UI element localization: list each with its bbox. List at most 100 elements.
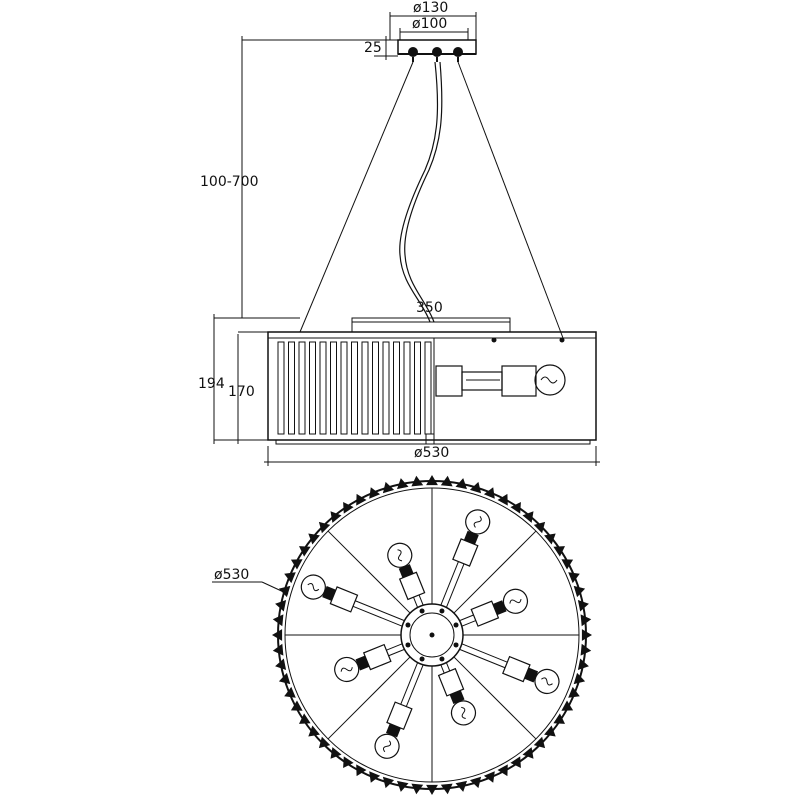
crystal-bead: [440, 783, 453, 795]
crystal-pleat: [277, 341, 285, 435]
lamp-arm: [459, 643, 560, 695]
hub-bolt: [453, 642, 459, 648]
crystal-bead: [369, 771, 381, 783]
crystal-bead: [272, 643, 284, 656]
dim-inner-ring: 350: [416, 300, 443, 316]
crystal-bead: [426, 475, 438, 486]
crystal-bead: [356, 764, 367, 777]
crystal-pleat: [372, 341, 379, 435]
crystal-pleat: [414, 341, 421, 435]
crystal-bead: [573, 672, 586, 685]
dim-label-body-height: 170: [228, 384, 255, 400]
dim-label-overall-height: 194: [198, 376, 225, 392]
crystal-bead: [275, 600, 287, 612]
lamp-holder: [398, 564, 414, 578]
crystal-bead: [299, 713, 311, 724]
lamp-arm: [334, 643, 405, 683]
crystal-bead: [299, 546, 311, 557]
crystal-pleat: [309, 341, 316, 435]
bulb-filament: [307, 582, 320, 592]
dim-suspension-length: 100-700: [200, 36, 398, 319]
lamp-holder: [355, 655, 370, 671]
crystal-bead: [510, 502, 521, 514]
crystal-bead: [356, 493, 367, 506]
lamp-arm: [459, 588, 529, 627]
bulb-filament: [397, 549, 403, 562]
crystal-bead: [411, 783, 424, 795]
lamp-arm: [374, 662, 424, 759]
arm-rail: [445, 563, 465, 608]
crystal-bead: [411, 475, 424, 487]
crystal-bead: [369, 487, 381, 499]
crystal-bead: [573, 585, 586, 598]
hub-bolt: [405, 642, 411, 648]
dim-label-plan-diameter: ø530: [214, 567, 249, 583]
crystal-bead: [533, 736, 546, 749]
crystal-bead: [397, 780, 409, 792]
crystal-bead: [397, 478, 409, 490]
frame-spoke: [453, 530, 537, 614]
bulb-filament: [509, 598, 522, 604]
arm-rail: [405, 664, 424, 707]
arm-rail: [355, 600, 405, 622]
arm-rail: [461, 620, 476, 627]
frame-spokes: [285, 488, 579, 782]
lamp-arm: [387, 542, 426, 608]
arm-rail: [400, 662, 419, 705]
crystal-bead: [533, 521, 546, 534]
frame-spoke: [453, 656, 537, 740]
crystal-bead: [522, 511, 534, 523]
dim-label-side-diameter: ø530: [414, 445, 449, 461]
dim-plan-diameter: ø530: [212, 567, 289, 595]
lamp-arm: [437, 662, 477, 726]
crystal-bead: [272, 629, 283, 641]
lamp-holder: [524, 667, 539, 683]
crystal-bead: [318, 736, 331, 749]
arm-rail: [386, 643, 403, 651]
crystal-bead: [510, 756, 521, 768]
crystal-bead: [581, 629, 592, 641]
bulb-filament: [541, 677, 553, 686]
crystal-bead: [580, 614, 592, 627]
bulb-filament: [340, 667, 353, 672]
crystal-bead: [561, 700, 574, 711]
frame-spoke: [327, 656, 411, 740]
crystal-pleat: [330, 341, 337, 435]
crystal-bead: [561, 559, 574, 570]
bulb-filament: [382, 740, 392, 753]
crystal-bead: [553, 713, 565, 724]
crystal-bead: [308, 725, 320, 737]
lamp-holder: [322, 585, 336, 601]
crystal-pleat: [361, 341, 369, 435]
crystal-pleat: [340, 341, 348, 435]
dim-label-canopy-outer: ø130: [413, 0, 448, 16]
crystal-bead: [272, 614, 284, 627]
hub-bolt: [453, 622, 459, 628]
crystal-bead: [580, 643, 592, 656]
dim-label-suspension: 100-700: [200, 174, 259, 190]
dim-overall-height: 194: [198, 314, 300, 444]
crystal-bead: [343, 502, 354, 514]
dim-label-canopy-height: 25: [364, 40, 382, 56]
crystal-pleat: [298, 341, 306, 435]
crystal-bead: [284, 572, 296, 584]
crystal-bead: [278, 585, 291, 598]
crystal-bead: [497, 493, 508, 506]
crystal-bead: [275, 658, 287, 670]
arm-rail: [445, 662, 451, 672]
crystal-bead: [568, 572, 580, 584]
lamp-holder: [449, 690, 465, 705]
crystal-bead: [469, 481, 482, 494]
crystal-pleat: [351, 341, 358, 435]
hub-bolt: [439, 656, 445, 662]
crystal-bead: [278, 672, 291, 685]
crystal-bead: [382, 776, 395, 789]
crystal-bead: [455, 780, 467, 792]
crystal-pleat: [319, 341, 327, 435]
dim-canopy-outer: ø130: [389, 0, 477, 40]
crystal-bead: [426, 784, 438, 795]
side-view-body: [267, 317, 597, 445]
crystal-bead-ring: [272, 475, 592, 795]
crystal-bead: [290, 559, 303, 570]
hub-bolt: [405, 622, 411, 628]
